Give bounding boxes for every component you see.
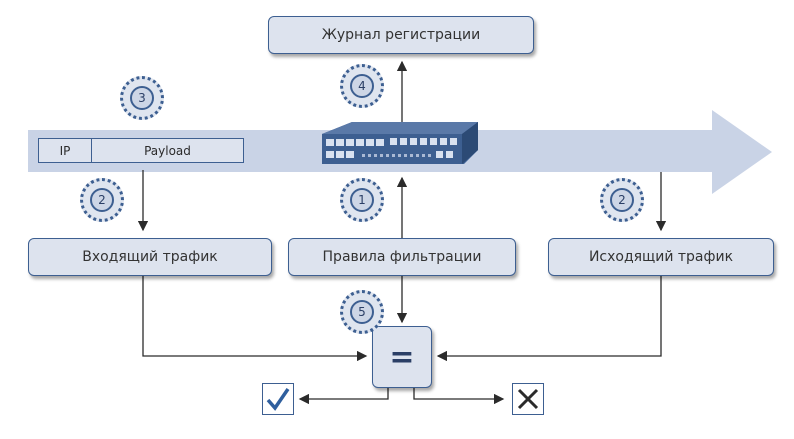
compare-symbol: = [389, 339, 415, 375]
checkmark-icon [266, 388, 290, 411]
filter-rules-label: Правила фильтрации [322, 249, 482, 265]
reject-result [512, 383, 544, 415]
packet-ip-field: IP [39, 139, 92, 162]
step-badge-2-incoming: 2 [80, 178, 124, 222]
outgoing-traffic-label: Исходящий трафик [588, 249, 734, 265]
incoming-traffic-box: Входящий трафик [28, 238, 272, 276]
step-badge-2-outgoing: 2 [600, 178, 644, 222]
incoming-traffic-label: Входящий трафик [82, 249, 218, 265]
step-badge-4: 4 [340, 64, 384, 108]
step-badge-3: 3 [120, 76, 164, 120]
packet-payload-field: Payload [144, 143, 191, 158]
accept-result [262, 383, 294, 415]
step-badge-1: 1 [340, 178, 384, 222]
step-badge-4-number: 4 [350, 74, 374, 98]
step-badge-3-number: 3 [130, 86, 154, 110]
ip-packet: IP Payload [38, 138, 244, 163]
step-badge-5: 5 [340, 290, 384, 334]
step-badge-2-outgoing-number: 2 [610, 188, 634, 212]
step-badge-5-number: 5 [350, 300, 374, 324]
filter-rules-box: Правила фильтрации [288, 238, 516, 276]
step-badge-2-incoming-number: 2 [90, 188, 114, 212]
compare-box: = [372, 326, 432, 388]
cross-icon [517, 388, 539, 410]
network-switch-icon [322, 122, 478, 164]
step-badge-1-number: 1 [350, 188, 374, 212]
journal-label: Журнал регистрации [321, 27, 481, 43]
outgoing-traffic-box: Исходящий трафик [548, 238, 774, 276]
journal-box: Журнал регистрации [268, 16, 534, 54]
